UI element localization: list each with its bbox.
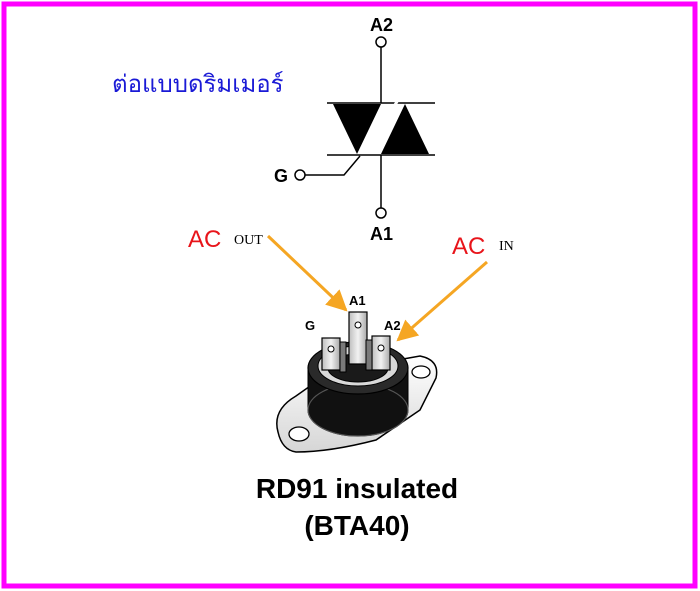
symbol-g-label: G [274,166,288,186]
symbol-a2-label: A2 [370,15,393,35]
triac-symbol: A2 A1 G [274,15,435,244]
pin-a1-hole [354,321,362,329]
mount-hole-right [411,365,431,379]
gate-terminal [294,169,306,181]
a1-terminal [375,207,387,219]
package-g-label: G [305,318,315,333]
mount-hole-left [288,426,310,442]
pin-a2-tab [371,335,391,371]
package-a1-label: A1 [349,293,366,308]
left-triangle [333,104,381,154]
pin-g-side [339,341,347,373]
caption-line-1: RD91 insulated [256,473,458,504]
symbol-a1-label: A1 [370,224,393,244]
ac-out-arrow [266,234,348,312]
a2-terminal [375,36,387,48]
caption-line-2: (BTA40) [304,510,409,541]
pin-g-tab [321,337,341,371]
ac-out-label: AC OUT [188,226,263,253]
diagonal-stroke [360,99,400,159]
pin-a2-side [365,339,373,371]
ac-in-main: AC [452,233,485,260]
pin-g-hole [327,345,335,353]
ac-in-sub: IN [499,239,514,254]
package-a2-label: A2 [384,318,401,333]
rd91-package: A1 G A2 [276,293,438,453]
ac-out-sub: OUT [234,233,263,248]
thai-note: ต่อแบบดริมเมอร์ [112,70,284,98]
ac-in-label: AC IN [452,233,514,260]
pin-a1-tab [348,311,368,365]
right-triangle [381,104,429,154]
pin-a2-hole [377,344,385,352]
ac-in-arrow [396,260,488,342]
ac-out-main: AC [188,226,221,253]
gate-lead [305,155,361,176]
